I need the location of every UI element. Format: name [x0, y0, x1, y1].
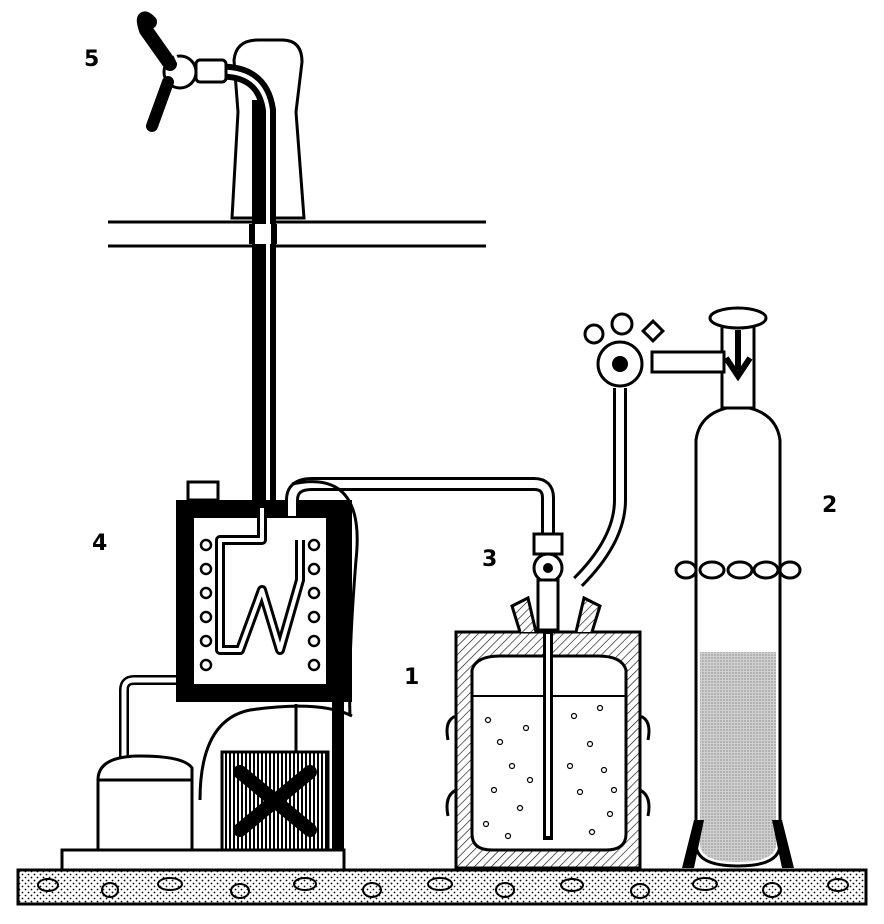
callout-cooler: 4 — [92, 531, 107, 556]
pressure-regulator — [583, 312, 726, 388]
callout-co2-cylinder: 2 — [822, 493, 837, 518]
cylinder-chain — [674, 560, 802, 580]
gas-line — [573, 388, 627, 587]
tap-faucet — [136, 11, 228, 132]
cooler-base — [60, 848, 346, 872]
co2-cylinder — [682, 306, 794, 868]
beer-line — [285, 477, 555, 717]
cooler-unit — [119, 480, 353, 850]
callout-keg: 1 — [404, 665, 419, 690]
counter-top — [108, 220, 486, 248]
tap-tower — [213, 38, 306, 508]
callout-keg-coupler: 3 — [482, 547, 497, 572]
keg-coupler — [532, 532, 564, 840]
compressor — [96, 754, 194, 852]
condenser-fan — [220, 750, 330, 852]
ground-slab — [16, 868, 868, 906]
callout-tap: 5 — [84, 47, 99, 72]
